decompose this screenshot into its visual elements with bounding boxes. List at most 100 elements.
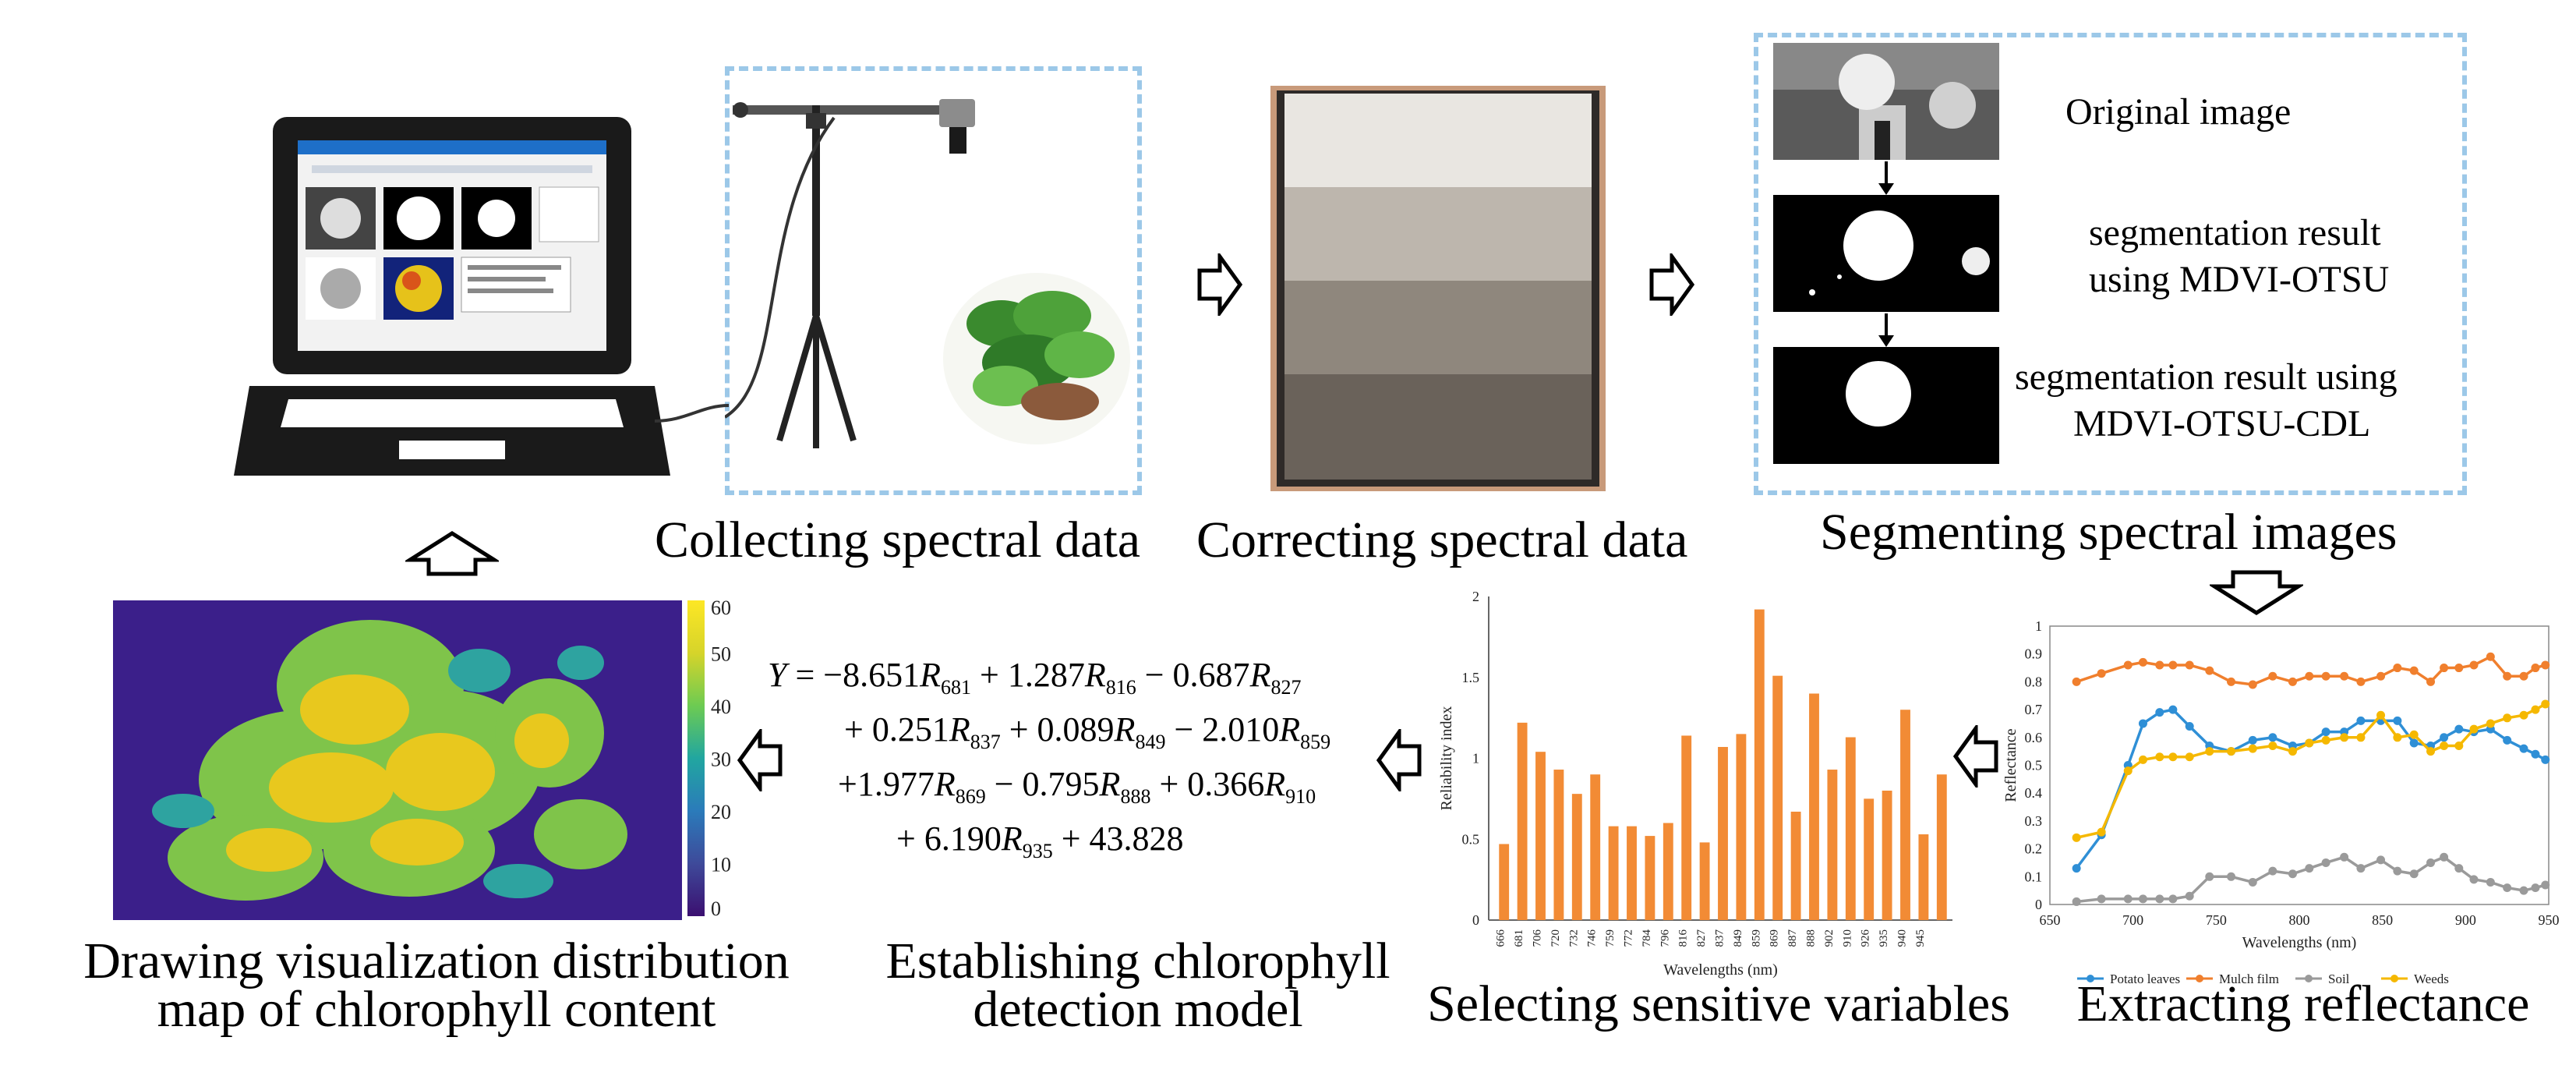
bar xyxy=(1754,609,1765,920)
data-point xyxy=(2340,733,2349,742)
data-point xyxy=(2393,716,2402,725)
legend-label: Potato leaves xyxy=(2110,972,2180,986)
line-chart-plot-frame xyxy=(2049,625,2549,905)
stage-title-collecting: Collecting spectral data xyxy=(655,511,1141,568)
data-point xyxy=(2138,894,2147,904)
data-point xyxy=(2503,671,2512,681)
arrow-left-icon xyxy=(1952,725,1998,788)
bar xyxy=(1900,710,1910,920)
data-point xyxy=(2340,852,2349,862)
data-point xyxy=(2168,705,2178,714)
data-point xyxy=(2376,671,2386,681)
line-chart-x-tick-label: 950 xyxy=(2539,912,2560,928)
data-point xyxy=(2205,872,2214,881)
legend-marker xyxy=(2196,975,2203,982)
data-point xyxy=(2440,742,2449,751)
equation-line-3: +1.977R869 − 0.795R888 + 0.366R910 xyxy=(838,765,1316,808)
bar-chart-x-tick-label: 926 xyxy=(1860,929,1872,947)
arrow-down-icon xyxy=(2210,570,2303,615)
data-point xyxy=(2356,677,2366,686)
colorbar-tick-label: 10 xyxy=(711,854,731,876)
data-point xyxy=(2519,710,2528,720)
laptop-illustration xyxy=(234,117,670,476)
calibration-board-photo xyxy=(1270,86,1606,491)
line-chart-y-tick-label: 0.6 xyxy=(2025,730,2043,745)
bar-chart-y-axis-title: Reliability index xyxy=(1438,706,1455,811)
colorbar-tick-label: 60 xyxy=(711,600,731,619)
bar xyxy=(1809,693,1819,920)
data-point xyxy=(2072,864,2081,873)
data-point xyxy=(2440,664,2449,673)
data-point xyxy=(2288,677,2297,686)
data-point xyxy=(2409,738,2419,748)
bar xyxy=(1736,734,1747,920)
bar-chart-x-tick-label: 869 xyxy=(1769,929,1781,947)
cdl-label-line1: segmentation result using xyxy=(2015,356,2398,398)
bar xyxy=(1918,834,1929,920)
data-point xyxy=(2426,677,2436,686)
bar-chart-y-tick-label: 1.5 xyxy=(1462,670,1480,685)
data-point xyxy=(2454,724,2464,734)
bar-chart-x-axis-title: Wavelengths (nm) xyxy=(1663,961,1778,979)
series-line xyxy=(2076,855,2546,904)
bar xyxy=(1608,826,1619,920)
data-point xyxy=(2155,752,2164,762)
legend-label: Weeds xyxy=(2414,972,2449,986)
bar-chart-x-tick-label: 827 xyxy=(1695,929,1708,947)
data-point xyxy=(2440,852,2449,862)
data-point xyxy=(2168,752,2178,762)
bar xyxy=(1645,836,1655,920)
bar-chart-y-tick-label: 0.5 xyxy=(1462,831,1480,847)
bar xyxy=(1627,826,1637,920)
line-chart-y-tick-label: 0.9 xyxy=(2025,646,2043,662)
line-chart-y-axis-title: Reflectance xyxy=(2003,728,2019,802)
bar xyxy=(1571,794,1582,920)
bar-chart-y-tick-label: 1 xyxy=(1472,751,1479,766)
data-point xyxy=(2155,708,2164,717)
stage-title-establishing-line2: detection model xyxy=(973,981,1303,1038)
bar xyxy=(1681,735,1692,920)
data-point xyxy=(2376,710,2386,720)
colorbar-tick-label: 30 xyxy=(711,749,731,771)
chlorophyll-distribution-map xyxy=(113,600,682,920)
bar-chart-y-tick-label: 2 xyxy=(1472,589,1479,604)
data-point xyxy=(2097,669,2106,678)
bar-chart-x-tick-label: 759 xyxy=(1604,929,1617,947)
data-point xyxy=(2155,660,2164,670)
data-point xyxy=(2268,733,2277,742)
bar-chart-x-tick-label: 784 xyxy=(1641,929,1653,947)
data-point xyxy=(2268,671,2277,681)
bar-chart-y-tick-label: 0 xyxy=(1472,912,1479,928)
connection-cable xyxy=(655,404,730,423)
data-point xyxy=(2072,897,2081,906)
bar xyxy=(1882,791,1892,920)
data-point xyxy=(2305,864,2314,873)
line-chart-x-tick-label: 750 xyxy=(2206,912,2227,928)
data-point xyxy=(2138,719,2147,728)
data-point xyxy=(2123,766,2133,776)
stage-title-establishing-line1: Establishing chlorophyll xyxy=(885,933,1390,989)
bar-chart-x-tick-label: 935 xyxy=(1878,929,1890,947)
data-point xyxy=(2227,677,2236,686)
line-chart-x-tick-label: 800 xyxy=(2289,912,2310,928)
data-point xyxy=(2393,664,2402,673)
legend-marker xyxy=(2305,975,2313,982)
data-point xyxy=(2356,716,2366,725)
colorbar-tick-label: 50 xyxy=(711,643,731,666)
data-point xyxy=(2097,827,2106,837)
line-chart-y-tick-label: 0.7 xyxy=(2025,702,2043,717)
data-point xyxy=(2340,671,2349,681)
data-point xyxy=(2321,671,2330,681)
data-point xyxy=(2454,742,2464,751)
data-point xyxy=(2440,733,2449,742)
bar-chart-x-tick-label: 902 xyxy=(1823,929,1836,947)
data-point xyxy=(2469,875,2479,884)
bar-chart-x-tick-label: 887 xyxy=(1786,929,1799,947)
bar xyxy=(1936,774,1947,920)
equation-line-4: + 6.190R935 + 43.828 xyxy=(896,819,1184,862)
data-point xyxy=(2072,677,2081,686)
data-point xyxy=(2138,755,2147,764)
bar-chart-x-tick-label: 816 xyxy=(1677,929,1690,947)
